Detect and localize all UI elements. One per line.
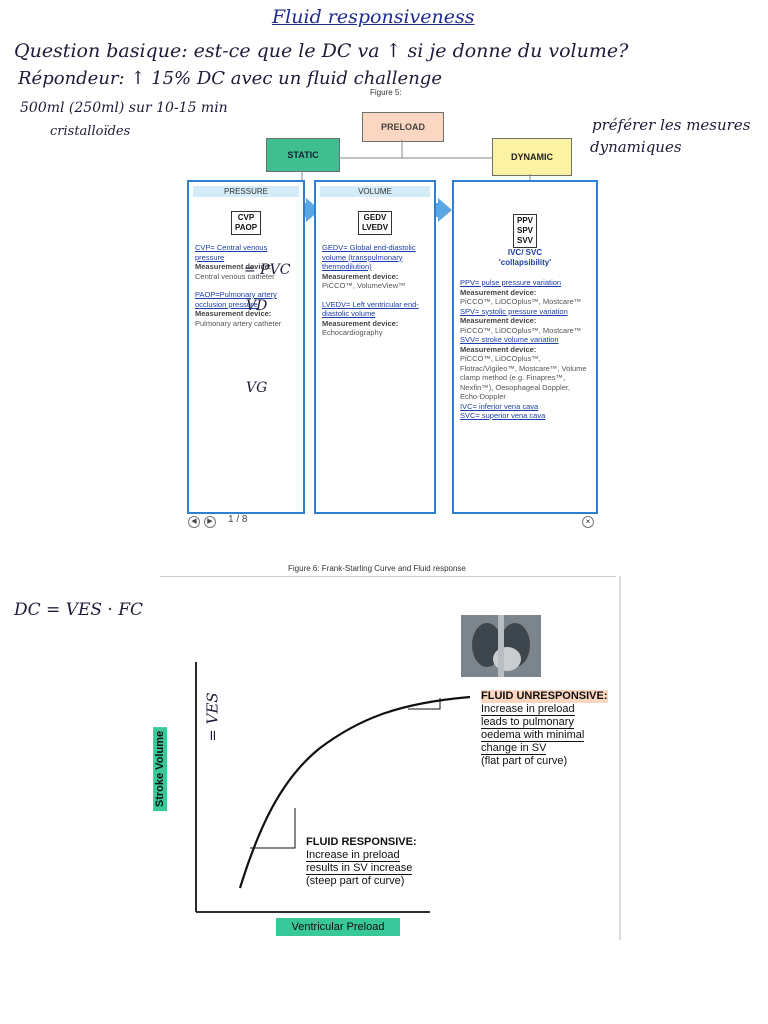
y-axis-label: Stroke Volume (153, 726, 168, 812)
svc-definition: SVC= superior vena cava (460, 411, 546, 420)
preload-box: PRELOAD (362, 112, 444, 142)
prefer-note-1: préférer les mesures (592, 116, 751, 134)
spv-mdev-label: Measurement device: (460, 316, 537, 325)
responsive-line-1: Increase in preload (306, 849, 400, 862)
svv-mdev-label: Measurement device: (460, 344, 537, 354)
close-icon[interactable]: × (582, 516, 594, 528)
x-axis-label: Ventricular Preload (276, 918, 400, 936)
svv-definition: SVV= stroke volume variation (460, 335, 559, 344)
unresponsive-line-5: (flat part of curve) (481, 755, 568, 767)
gedv-definition: GEDV= Global end-diastolic volume (trans… (322, 243, 416, 271)
unresponsive-line-2: leads to pulmonary (481, 716, 574, 729)
dynamic-box: DYNAMIC (492, 138, 572, 176)
pressure-abbr: CVP PAOP (230, 211, 262, 235)
abbr-gedv: GEDV (363, 213, 387, 222)
slide-counter: 1 / 8 (228, 514, 248, 525)
abbr-ivc-svc: IVC/ SVC (507, 248, 543, 257)
spv-device: PiCCO™, LiDCOplus™, Mostcare™ (460, 325, 582, 335)
responsive-line-2: results in SV increase (306, 862, 413, 875)
volume-panel: VOLUME GEDV LVEDV GEDV= Global end-diast… (314, 180, 436, 514)
abbr-cvp: CVP (237, 213, 255, 222)
unresponsive-title: FLUID UNRESPONSIVE: (481, 690, 608, 703)
unresponsive-line-1: Increase in preload (481, 703, 575, 716)
abbr-svv: SVV (516, 236, 533, 245)
gedv-mdev-label: Measurement device: (322, 271, 399, 281)
svv-device: PiCCO™, LiDCOplus™, Flotrac/Vigileo™, Mo… (460, 354, 587, 401)
ppv-device: PiCCO™, LiDCOplus™, Mostcare™ (460, 297, 582, 306)
notes-title: Fluid responsiveness (272, 6, 475, 28)
dynamic-panel: PPV SPV SVV IVC/ SVC 'collapsibility' PP… (452, 180, 598, 514)
pvc-note: = PVC (244, 262, 291, 278)
prev-slide-button[interactable]: ◀ (188, 516, 200, 528)
pressure-panel: PRESSURE CVP PAOP CVP= Central venous pr… (187, 180, 305, 514)
next-slide-button[interactable]: ▶ (204, 516, 216, 528)
starling-curve (238, 695, 471, 889)
dynamic-abbr: PPV SPV SVV (512, 214, 537, 248)
prefer-note-2: dynamiques (590, 138, 682, 156)
cvp-device: Central venous catheter (195, 271, 275, 281)
pressure-header: PRESSURE (193, 186, 299, 197)
dc-formula: DC = VES · FC (14, 600, 144, 620)
paop-device: Pulmonary artery catheter (195, 318, 282, 328)
ivc-definition: IVC= inferior vena cava (460, 401, 539, 411)
gedv-device: PiCCO™, VolumeView™ (322, 281, 406, 290)
abbr-spv: SPV (516, 226, 533, 235)
crystalloids-line: cristalloïdes (50, 124, 131, 139)
ppv-definition: PPV= pulse pressure variation (460, 278, 562, 287)
abbr-lvedv: LVEDV (361, 223, 389, 232)
chest-xray-image (461, 615, 541, 677)
paop-definition: PAOP=Pulmonary artery occlusion pressure (195, 290, 277, 309)
figure6-divider (160, 576, 616, 577)
vd-note: VD (246, 298, 268, 314)
lvedv-mdev-label: Measurement device: (322, 318, 399, 328)
paop-mdev-label: Measurement device: (195, 309, 272, 318)
figure5-caption: Figure 5: (370, 88, 402, 97)
unresponsive-step (408, 698, 441, 710)
answer-line: Répondeur: ↑ 15% DC avec un fluid challe… (18, 68, 442, 89)
abbr-paop: PAOP (234, 223, 258, 232)
cvp-mdev-label: Measurement device: (195, 262, 272, 271)
abbr-ppv: PPV (516, 216, 533, 225)
lvedv-definition: LVEDV= Left ventricular end- diastolic v… (322, 299, 419, 319)
volume-header: VOLUME (320, 186, 430, 197)
volume-abbr: GEDV LVEDV (357, 211, 393, 235)
responsive-annotation: FLUID RESPONSIVE: Increase in preload re… (306, 836, 417, 888)
spv-definition: SPV= systolic pressure variation (460, 306, 568, 316)
ppv-mdev-label: Measurement device: (460, 287, 537, 297)
cvp-definition: CVP= Central venous pressure (195, 243, 268, 262)
figure6-caption: Figure 6: Frank-Starling Curve and Fluid… (288, 564, 466, 573)
abbr-collapsibility: 'collapsibility' (498, 258, 552, 267)
unresponsive-line-4: change in SV (481, 742, 547, 755)
lvedv-device: Echocardiography (322, 328, 383, 337)
unresponsive-line-3: oedema with minimal (481, 729, 585, 742)
volume-line: 500ml (250ml) sur 10-15 min (20, 100, 228, 116)
y-axis-hand-note: = VES (203, 692, 222, 742)
responsive-title: FLUID RESPONSIVE: (306, 836, 417, 848)
question-line: Question basique: est-ce que le DC va ↑ … (14, 40, 629, 62)
unresponsive-annotation: FLUID UNRESPONSIVE: Increase in preload … (481, 690, 608, 768)
vg-note: VG (246, 380, 268, 396)
static-box: STATIC (266, 138, 340, 172)
responsive-line-3: (steep part of curve) (306, 875, 405, 887)
